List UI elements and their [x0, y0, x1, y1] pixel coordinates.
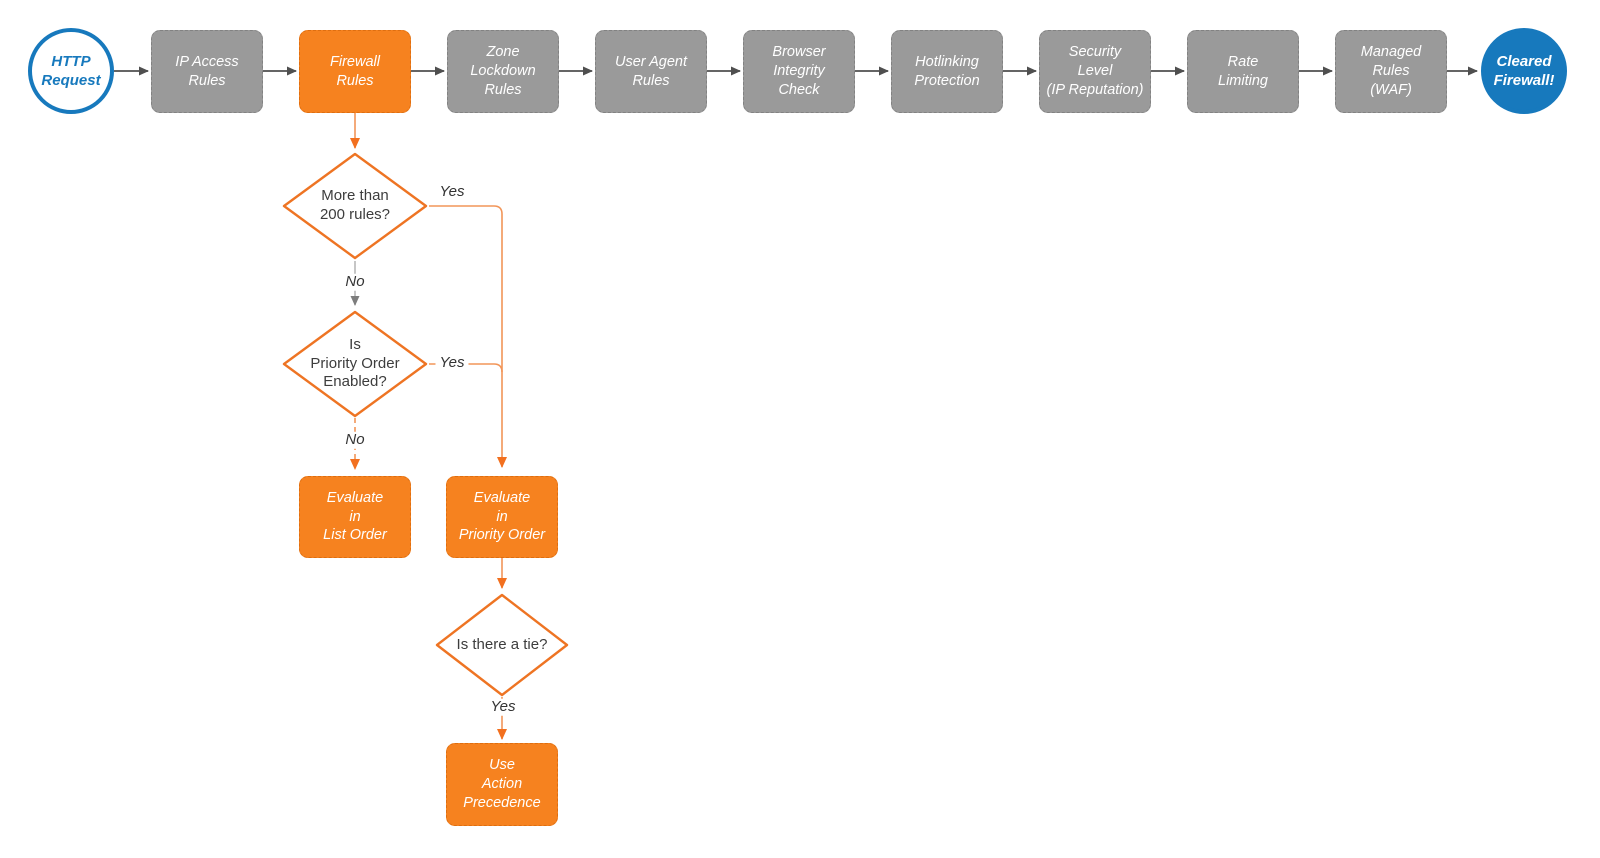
node-rate-limiting: Rate Limiting — [1187, 30, 1299, 113]
node-cleared-firewall: Cleared Firewall! — [1481, 28, 1567, 114]
node-http-request: HTTP Request — [28, 28, 114, 114]
decision-priority-order-enabled-label: Is Priority Order Enabled? — [310, 335, 400, 391]
edge-label-no-priority-order: No — [341, 431, 369, 449]
node-security-level: Security Level (IP Reputation) — [1039, 30, 1151, 113]
node-browser-integrity-check: Browser Integrity Check — [743, 30, 855, 113]
node-rate-limiting-label: Rate Limiting — [1218, 53, 1268, 89]
node-ip-access-rules-label: IP Access Rules — [175, 53, 239, 89]
node-cleared-firewall-label: Cleared Firewall! — [1493, 52, 1555, 90]
decision-is-there-a-tie-label: Is there a tie? — [456, 635, 548, 653]
node-evaluate-in-list-order: Evaluate in List Order — [299, 476, 411, 558]
node-managed-rules-waf: Managed Rules (WAF) — [1335, 30, 1447, 113]
node-zone-lockdown-rules-label: Zone Lockdown Rules — [470, 44, 536, 98]
node-http-request-label: HTTP Request — [41, 52, 101, 90]
node-user-agent-rules-label: User Agent Rules — [615, 53, 687, 89]
edge-label-yes-priority-order: Yes — [435, 354, 469, 372]
node-hotlinking-protection: Hotlinking Protection — [891, 30, 1003, 113]
node-evaluate-in-list-order-label: Evaluate in List Order — [323, 489, 387, 544]
branch-arrows-orange — [350, 113, 507, 740]
edge-label-no-more-than-200: No — [341, 273, 369, 291]
edge-label-yes-more-than-200: Yes — [435, 183, 469, 201]
node-evaluate-in-priority-order-label: Evaluate in Priority Order — [458, 489, 546, 544]
node-hotlinking-protection-label: Hotlinking Protection — [914, 53, 980, 89]
diamond-shape — [282, 152, 428, 260]
node-use-action-precedence: Use Action Precedence — [446, 743, 558, 826]
node-managed-rules-waf-label: Managed Rules (WAF) — [1360, 44, 1422, 98]
node-firewall-rules-label: Firewall Rules — [330, 53, 380, 89]
diamond-shape — [435, 593, 569, 697]
node-browser-integrity-check-label: Browser Integrity Check — [772, 44, 826, 98]
decision-more-than-200-rules-label: More than 200 rules? — [319, 187, 391, 223]
decision-more-than-200-rules: More than 200 rules? — [281, 152, 429, 260]
node-evaluate-in-priority-order: Evaluate in Priority Order — [446, 476, 558, 558]
node-firewall-rules: Firewall Rules — [299, 30, 411, 113]
node-user-agent-rules: User Agent Rules — [595, 30, 707, 113]
node-use-action-precedence-label: Use Action Precedence — [463, 757, 541, 811]
decision-is-there-a-tie: Is there a tie? — [434, 593, 570, 697]
edge-label-yes-tie: Yes — [486, 698, 520, 716]
decision-priority-order-enabled: Is Priority Order Enabled? — [281, 310, 429, 418]
node-zone-lockdown-rules: Zone Lockdown Rules — [447, 30, 559, 113]
node-security-level-label: Security Level (IP Reputation) — [1046, 44, 1144, 98]
diamond-shape — [282, 310, 428, 418]
node-ip-access-rules: IP Access Rules — [151, 30, 263, 113]
